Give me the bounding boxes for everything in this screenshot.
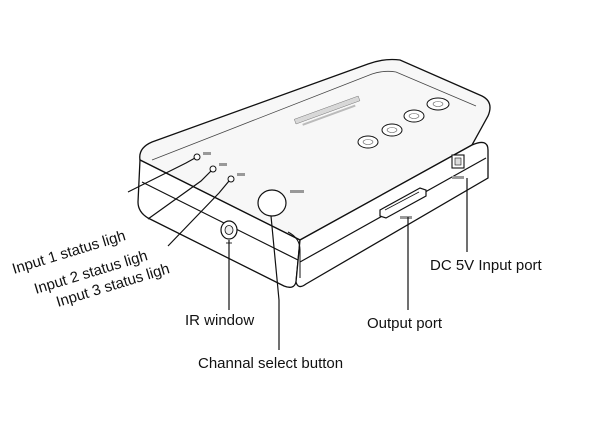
led2-marking (219, 163, 227, 166)
input2-status-led (209, 165, 217, 173)
leader-input3 (167, 180, 230, 247)
led3-marking (237, 173, 245, 176)
dc-port-marking (452, 176, 464, 179)
output-port-marking (400, 216, 412, 219)
corner-bevel (287, 231, 301, 278)
label-channel-select: Channal select button (198, 355, 343, 372)
device-top-face (139, 58, 491, 241)
device-left-face (137, 158, 301, 288)
dc-input-port (451, 154, 465, 169)
top-button-1[interactable] (357, 135, 379, 149)
device-top-rim (151, 70, 477, 161)
input3-status-led (227, 175, 235, 183)
input1-status-led (193, 153, 201, 161)
leader-channel-select (270, 215, 280, 350)
device-body (137, 58, 491, 288)
label-dc-input: DC 5V Input port (430, 257, 543, 274)
label-ir-window: IR window (185, 312, 254, 329)
top-face-markings (294, 95, 450, 149)
label-output-port: Output port (367, 315, 443, 332)
top-button-2[interactable] (381, 123, 403, 137)
top-button-4[interactable] (426, 97, 450, 111)
led1-marking (203, 152, 211, 155)
channel-button-marking (290, 190, 304, 193)
leader-input1 (127, 157, 196, 193)
left-seam-line (141, 181, 299, 261)
ir-window (220, 220, 238, 240)
hdmi-output-port (379, 187, 427, 219)
leader-input2 (147, 170, 212, 220)
leader-lines (127, 157, 468, 350)
top-brand-text (294, 95, 361, 126)
left-face-details (193, 152, 304, 244)
channel-select-button[interactable] (257, 189, 287, 217)
right-face-details (379, 154, 465, 219)
top-button-3[interactable] (403, 109, 425, 123)
